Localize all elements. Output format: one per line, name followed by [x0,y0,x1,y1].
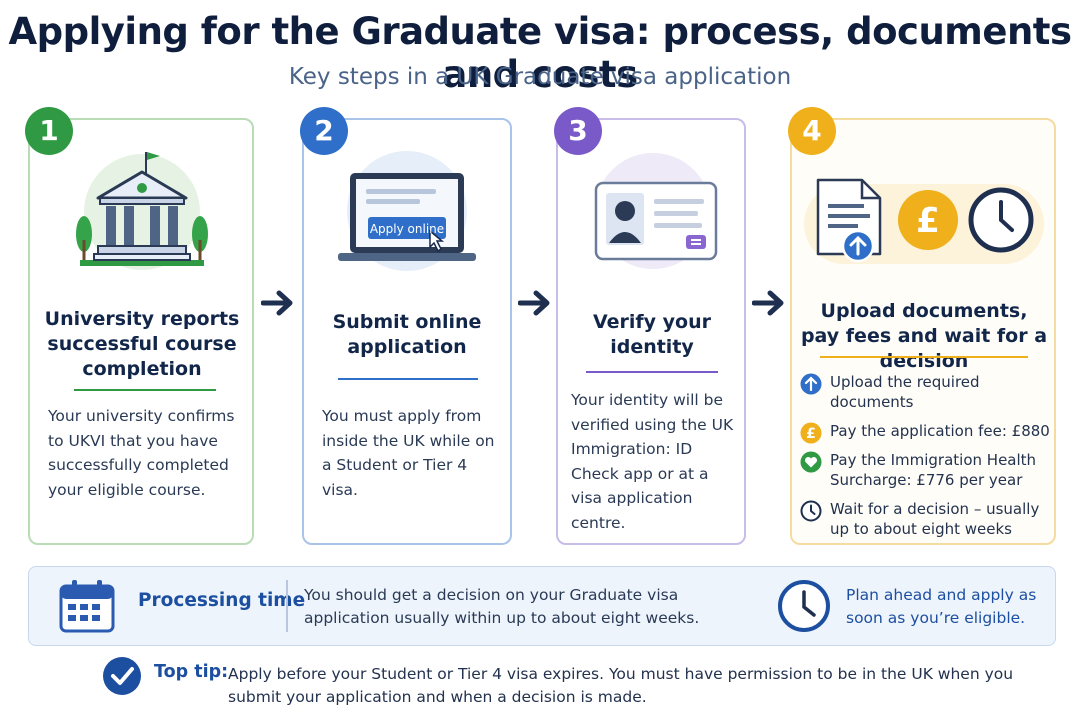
list-item: Upload the required documents [800,372,1052,412]
divider-2 [338,378,478,380]
top-tip-text: Apply before your Student or Tier 4 visa… [228,665,1014,706]
top-tip-label: Top tip: [154,662,229,682]
svg-text:£: £ [806,426,816,442]
cursor-icon [429,229,445,253]
clock-icon [778,580,830,632]
step-heading-2: Submit online application [332,311,482,358]
separator [286,580,288,632]
step-body-2: You must apply from inside the UK while … [322,407,495,499]
processing-time-text: You should get a decision on your Gradua… [304,586,700,627]
step-card-3 [556,118,746,545]
step-heading-3: Verify your identity [592,311,712,358]
apply-online-button: Apply online [369,222,445,236]
plan-ahead-text: Plan ahead and apply as soon as you’re e… [846,586,1037,627]
checkmark-icon [103,657,141,695]
step-card-2 [302,118,512,545]
divider-4 [820,356,1028,358]
step-body-1: Your university confirms to UKVI that yo… [48,407,235,499]
heart-icon [800,451,822,473]
divider-1 [74,389,216,391]
processing-time-panel [28,566,1056,646]
laptop-icon [338,151,476,271]
arrow-right-icon [261,290,293,316]
calendar-icon [59,580,115,633]
step-card-1 [28,118,254,545]
step-heading-4: Upload documents, pay fees and wait for … [800,300,1048,372]
step-number-4: 4 [788,107,836,155]
step-number-3: 3 [554,107,602,155]
clock-icon [800,500,822,522]
upload-icon [800,373,822,395]
step-number-2: 2 [300,107,348,155]
step-4-list: Upload the required documents £ Pay the … [800,372,1052,548]
svg-text:£: £ [916,201,940,241]
id-card-icon [594,153,718,269]
processing-time-title: Processing time [138,590,306,611]
list-item: £ Pay the application fee: £880 [800,421,1052,444]
list-item: Pay the Immigration Health Surcharge: £7… [800,450,1052,490]
university-icon [76,152,208,270]
documents-fees-icon: £ [804,178,1044,264]
step-heading-1: University reports successful course com… [44,308,240,380]
arrow-right-icon [518,290,550,316]
divider-3 [586,371,718,373]
list-item: Wait for a decision – usually up to abou… [800,499,1052,539]
page-title: Applying for the Graduate visa: process,… [8,10,1073,96]
pound-icon: £ [800,422,822,444]
step-body-3: Your identity will be verified using the… [571,391,734,532]
page-subtitle: Key steps in a UK Graduate visa applicat… [288,64,792,90]
arrow-right-icon [752,290,784,316]
step-number-1: 1 [25,107,73,155]
